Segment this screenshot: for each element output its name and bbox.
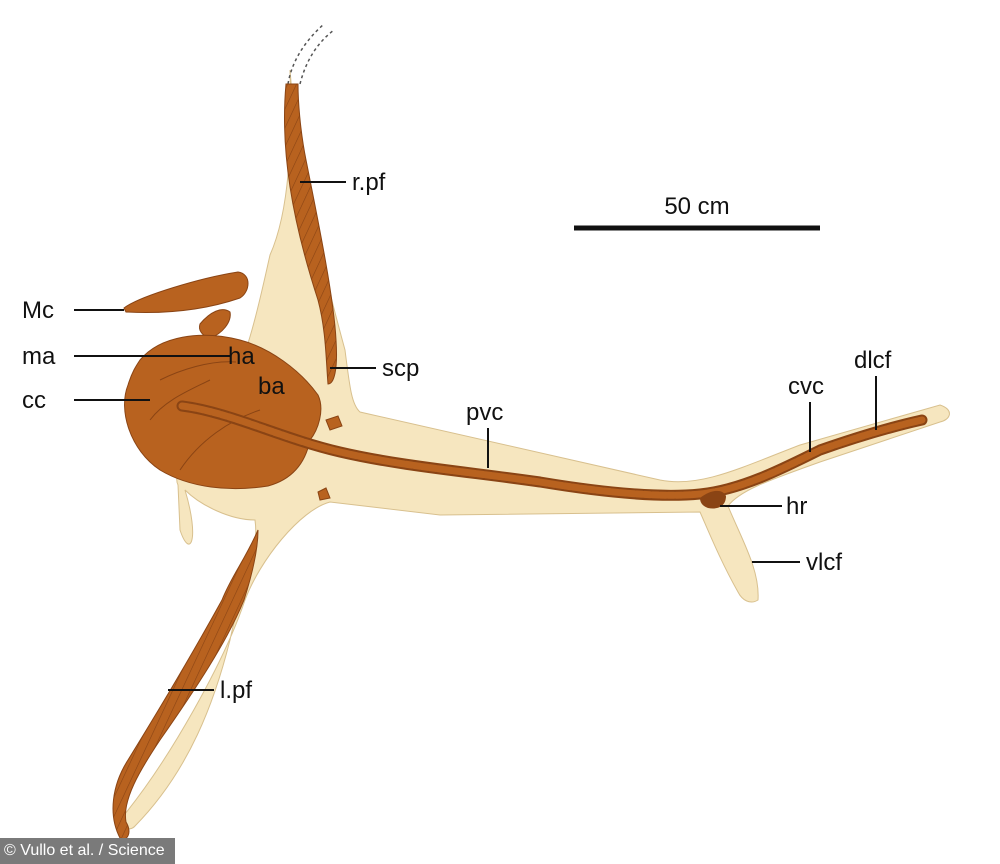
scale-bar-label: 50 cm	[664, 193, 729, 220]
label-cvc: cvc	[788, 373, 824, 400]
rostral-pectoral-fin-tip-dotted	[287, 23, 325, 85]
bone-fragment-1	[325, 415, 343, 431]
label-vlcf: vlcf	[806, 549, 842, 576]
label-pvc: pvc	[466, 399, 503, 426]
meckels-cartilage	[123, 271, 249, 313]
vertebral-column-inner	[178, 402, 926, 499]
hypochordal-ray	[700, 490, 726, 509]
image-credit: © Vullo et al. / Science	[0, 838, 175, 864]
label-cc: cc	[22, 387, 46, 414]
label-l-pf: l.pf	[220, 677, 252, 704]
label-dlcf: dlcf	[854, 347, 892, 374]
bone-fragment-2	[317, 487, 331, 501]
right-pectoral-fin	[284, 83, 337, 385]
left-pectoral-fin	[112, 529, 259, 840]
label-ma: ma	[22, 343, 56, 370]
label-scp: scp	[382, 355, 419, 382]
label-ba: ba	[258, 373, 285, 400]
mandibular-arch	[199, 309, 231, 339]
label-Mc: Mc	[22, 297, 54, 324]
rostral-pectoral-fin-tip-dotted-2	[299, 29, 335, 85]
label-hr: hr	[786, 493, 807, 520]
chondrocranium-detail-lines	[149, 361, 261, 471]
label-ha: ha	[228, 343, 255, 370]
label-r-pf: r.pf	[352, 169, 386, 196]
